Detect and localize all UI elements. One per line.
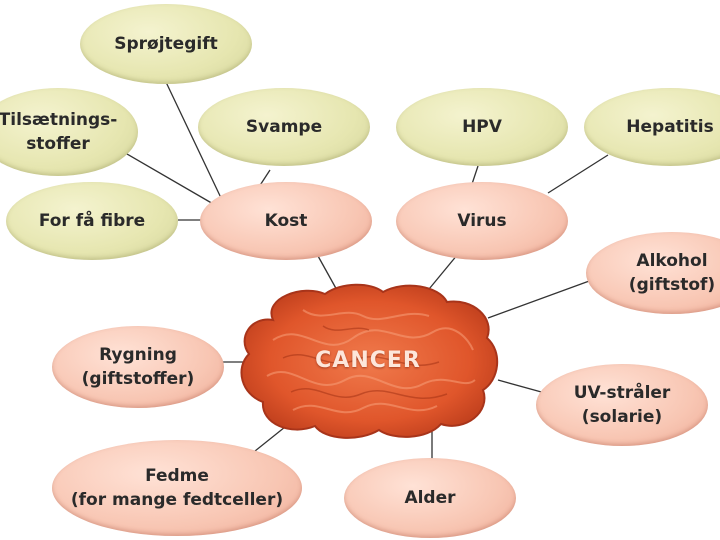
connector-kost-tilsaetningsstoffer bbox=[119, 149, 216, 206]
node-tilsaetningsstoffer: Tilsætnings- stoffer bbox=[0, 88, 138, 176]
node-alder: Alder bbox=[344, 458, 516, 538]
connector-virus-hepatitis bbox=[547, 154, 609, 194]
node-hpv: HPV bbox=[396, 88, 568, 166]
node-kost: Kost bbox=[200, 182, 372, 260]
node-rygning: Rygning (giftstoffer) bbox=[52, 326, 224, 408]
node-for-faa-fibre: For få fibre bbox=[6, 182, 178, 260]
connector-kost-sprojtegift bbox=[164, 79, 223, 201]
connector-cancer-kost bbox=[317, 255, 339, 293]
node-hepatitis: Hepatitis bbox=[584, 88, 720, 166]
connector-cancer-alkohol bbox=[487, 279, 593, 319]
cancer-blob-shape bbox=[240, 283, 499, 439]
node-svampe: Svampe bbox=[198, 88, 370, 166]
node-alkohol: Alkohol (giftstof) bbox=[586, 232, 720, 314]
node-sprojtegift: Sprøjtegift bbox=[80, 4, 252, 84]
cancer-blob: CANCER bbox=[233, 280, 503, 440]
cancer-label: CANCER bbox=[315, 347, 421, 373]
connector-cancer-uv bbox=[497, 379, 546, 394]
node-uv-straaler: UV-stråler (solarie) bbox=[536, 364, 708, 446]
node-virus: Virus bbox=[396, 182, 568, 260]
node-fedme: Fedme (for mange fedtceller) bbox=[52, 440, 302, 536]
